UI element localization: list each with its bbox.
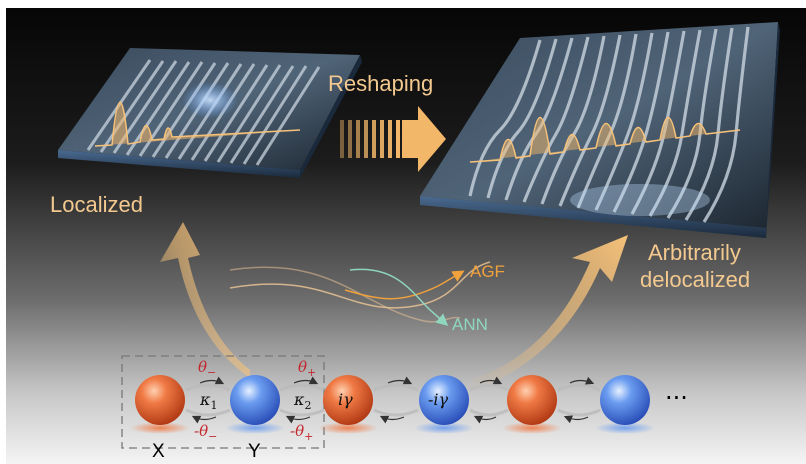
lattice-chain bbox=[130, 375, 655, 434]
localized-waveguide-chip bbox=[58, 48, 362, 178]
top-white-border bbox=[0, 0, 806, 8]
site-gain-2 bbox=[507, 375, 557, 425]
ann-label: ANN bbox=[452, 315, 488, 334]
kappa1-label: κ1 bbox=[200, 390, 218, 413]
reshaping-arrow bbox=[340, 106, 446, 172]
reshaping-label: Reshaping bbox=[328, 71, 434, 96]
ellipsis: ··· bbox=[665, 384, 688, 412]
site-y-label: Y bbox=[248, 441, 261, 462]
left-curved-arrow bbox=[160, 222, 250, 378]
theta-minus-top-label: θ− bbox=[198, 358, 217, 379]
agf-ann-curves bbox=[229, 261, 491, 326]
site-loss bbox=[419, 375, 469, 425]
site-gain bbox=[323, 375, 373, 425]
left-white-border bbox=[0, 0, 6, 464]
delocalized-label: delocalized bbox=[640, 267, 751, 292]
theta-plus-top-label: θ+ bbox=[298, 358, 317, 379]
right-curved-arrow bbox=[470, 235, 628, 392]
gain-label: iγ bbox=[338, 390, 353, 409]
site-loss-2 bbox=[600, 375, 650, 425]
agf-label: AGF bbox=[470, 262, 505, 281]
theta-minus-bottom-label: -θ− bbox=[194, 422, 218, 443]
theta-plus-bottom-label: -θ+ bbox=[290, 422, 314, 443]
loss-label: -iγ bbox=[428, 390, 449, 409]
site-x-label: X bbox=[152, 441, 165, 462]
site-x-gain bbox=[135, 375, 185, 425]
localized-label: Localized bbox=[50, 192, 143, 217]
arbitrarily-label: Arbitrarily bbox=[648, 240, 741, 265]
site-y-loss bbox=[230, 375, 280, 425]
kappa2-label: κ2 bbox=[294, 390, 312, 413]
delocalized-waveguide-chip bbox=[420, 22, 780, 238]
